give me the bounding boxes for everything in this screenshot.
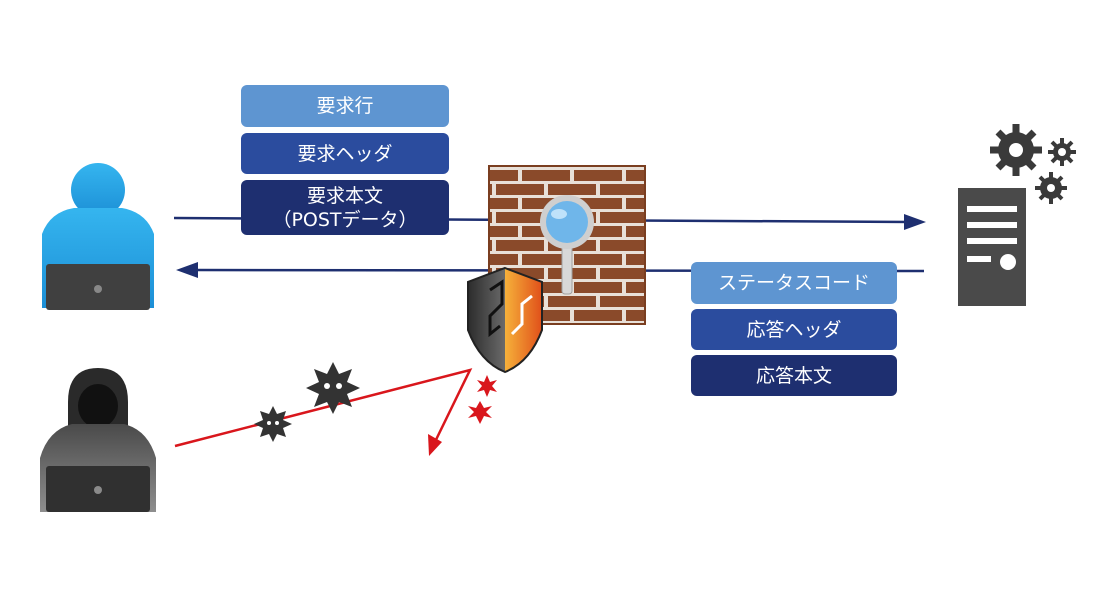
request-line-label: 要求行 bbox=[241, 85, 449, 127]
shield-icon bbox=[467, 266, 543, 374]
gear-icon-lower bbox=[1035, 172, 1067, 204]
server-icon bbox=[958, 188, 1026, 306]
response-body-label: 応答本文 bbox=[691, 355, 897, 396]
response-header-label: 応答ヘッダ bbox=[691, 309, 897, 350]
request-body-line1: 要求本文 bbox=[306, 184, 383, 207]
request-body-line2: （POSTデータ） bbox=[272, 208, 418, 231]
request-header-label: 要求ヘッダ bbox=[241, 133, 449, 174]
magnifier-icon bbox=[540, 195, 594, 295]
virus-icon-small bbox=[254, 406, 292, 442]
spark-icon bbox=[468, 375, 497, 424]
user-icon bbox=[42, 163, 154, 310]
request-body-label: 要求本文 （POSTデータ） bbox=[241, 180, 449, 235]
virus-icon bbox=[306, 362, 360, 414]
gear-icon bbox=[990, 124, 1042, 176]
attacker-icon bbox=[40, 368, 156, 512]
gear-icon-small bbox=[1048, 138, 1076, 166]
response-status-label: ステータスコード bbox=[691, 262, 897, 304]
